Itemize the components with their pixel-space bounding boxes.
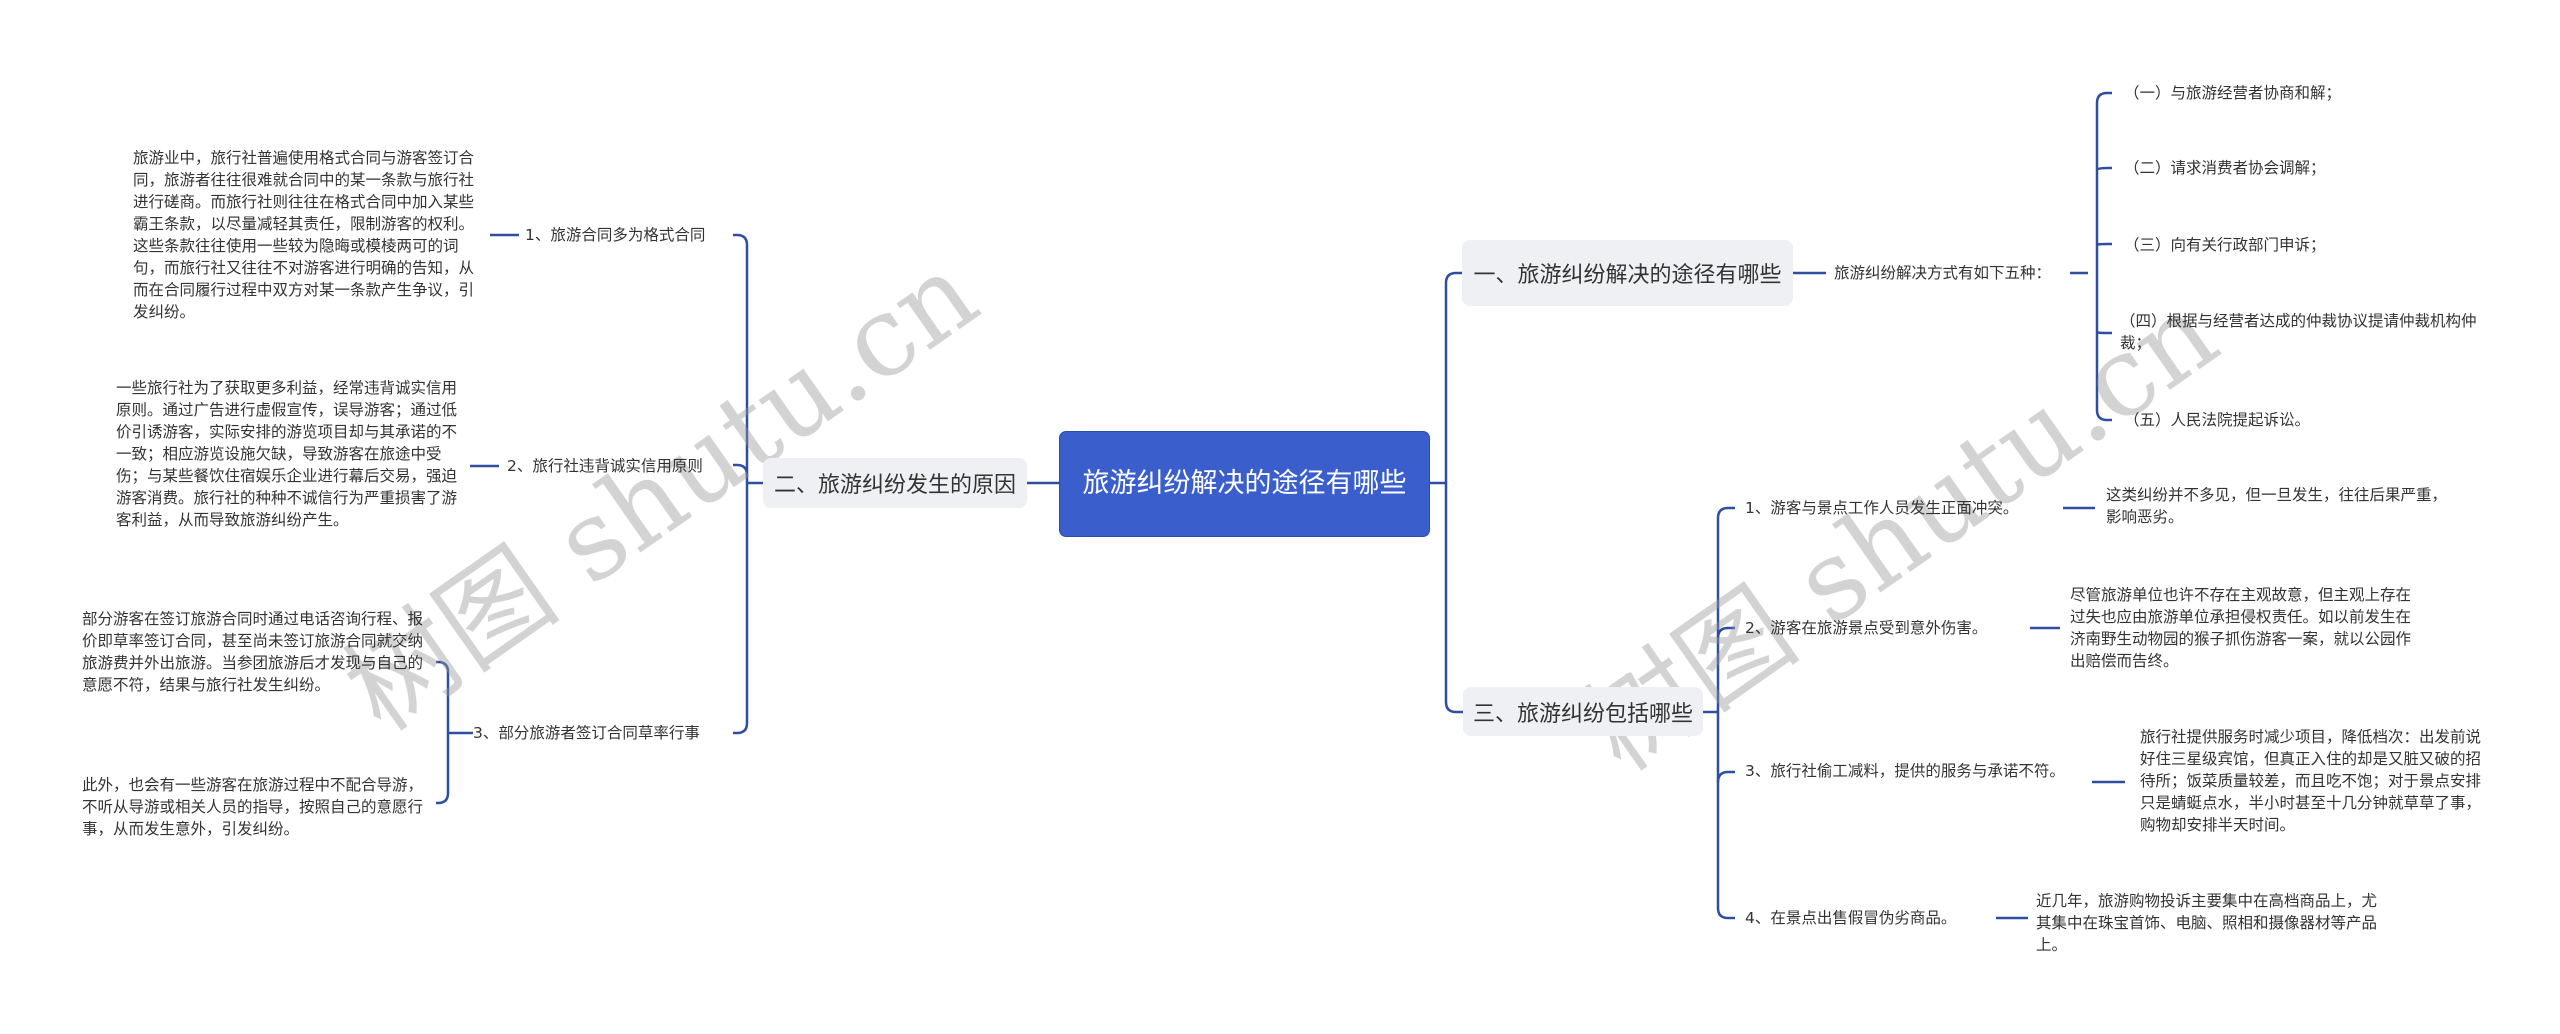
type-detail-1[interactable]: 这类纠纷并不多见，但一旦发生，往往后果严重，影响恶劣。	[2106, 486, 2448, 526]
cause-item-1[interactable]: 1、旅游合同多为格式合同	[525, 226, 706, 244]
resolve-intro[interactable]: 旅游纠纷解决方式有如下五种：	[1834, 264, 2052, 282]
cause-detail-3b[interactable]: 此外，也会有一些游客在旅游过程中不配合导游，不听从导游或相关人员的指导，按照自己…	[82, 776, 424, 838]
root-topic-label: 旅游纠纷解决的途径有哪些	[1082, 468, 1407, 499]
cause-detail-2[interactable]: 一些旅行社为了获取更多利益，经常违背诚实信用原则。通过广告进行虚假宣传，误导游客…	[116, 379, 458, 529]
cause-item-3[interactable]: 3、部分旅游者签订合同草率行事	[473, 724, 700, 742]
cause-detail-3a[interactable]: 部分游客在签订旅游合同时通过电话咨询行程、报价即草率签订合同，甚至尚未签订旅游合…	[82, 610, 424, 694]
resolve-way-4[interactable]: （四）根据与经营者达成的仲裁协议提请仲裁机构仲裁；	[2120, 312, 2477, 352]
type-item-3[interactable]: 3、旅行社偷工减料，提供的服务与承诺不符。	[1745, 762, 2065, 780]
cause-item-2[interactable]: 2、旅行社违背诚实信用原则	[507, 457, 703, 475]
type-item-1[interactable]: 1、游客与景点工作人员发生正面冲突。	[1745, 499, 2019, 517]
resolve-way-3[interactable]: （三）向有关行政部门申诉；	[2124, 236, 2326, 254]
branch-types[interactable]: 三、旅游纠纷包括哪些	[1463, 687, 1703, 736]
cause-detail-1[interactable]: 旅游业中，旅行社普遍使用格式合同与游客签订合同，旅游者往往很难就合同中的某一条款…	[133, 149, 475, 321]
branch-label: 二、旅游纠纷发生的原因	[773, 473, 1016, 498]
type-detail-2[interactable]: 尽管旅游单位也许不存在主观故意，但主观上存在过失也应由旅游单位承担侵权责任。如以…	[2070, 586, 2412, 670]
branch-label: 一、旅游纠纷解决的途径有哪些	[1473, 263, 1782, 288]
type-item-4[interactable]: 4、在景点出售假冒伪劣商品。	[1745, 909, 1957, 927]
type-detail-3[interactable]: 旅行社提供服务时减少项目，降低档次：出发前说好住三星级宾馆，但真正入住的却是又脏…	[2140, 728, 2482, 834]
root-topic[interactable]: 旅游纠纷解决的途径有哪些	[1059, 431, 1430, 537]
branch-causes[interactable]: 二、旅游纠纷发生的原因	[763, 458, 1027, 508]
resolve-way-2[interactable]: （二）请求消费者协会调解；	[2124, 159, 2326, 177]
branch-resolve-methods[interactable]: 一、旅游纠纷解决的途径有哪些	[1462, 240, 1793, 306]
type-detail-4[interactable]: 近几年，旅游购物投诉主要集中在高档商品上，尤其集中在珠宝首饰、电脑、照相和摄像器…	[2036, 892, 2378, 954]
type-item-2[interactable]: 2、游客在旅游景点受到意外伤害。	[1745, 619, 1988, 637]
branch-label: 三、旅游纠纷包括哪些	[1472, 701, 1693, 727]
resolve-way-1[interactable]: （一）与旅游经营者协商和解；	[2124, 84, 2342, 102]
resolve-way-5[interactable]: （五）人民法院提起诉讼。	[2124, 411, 2311, 429]
